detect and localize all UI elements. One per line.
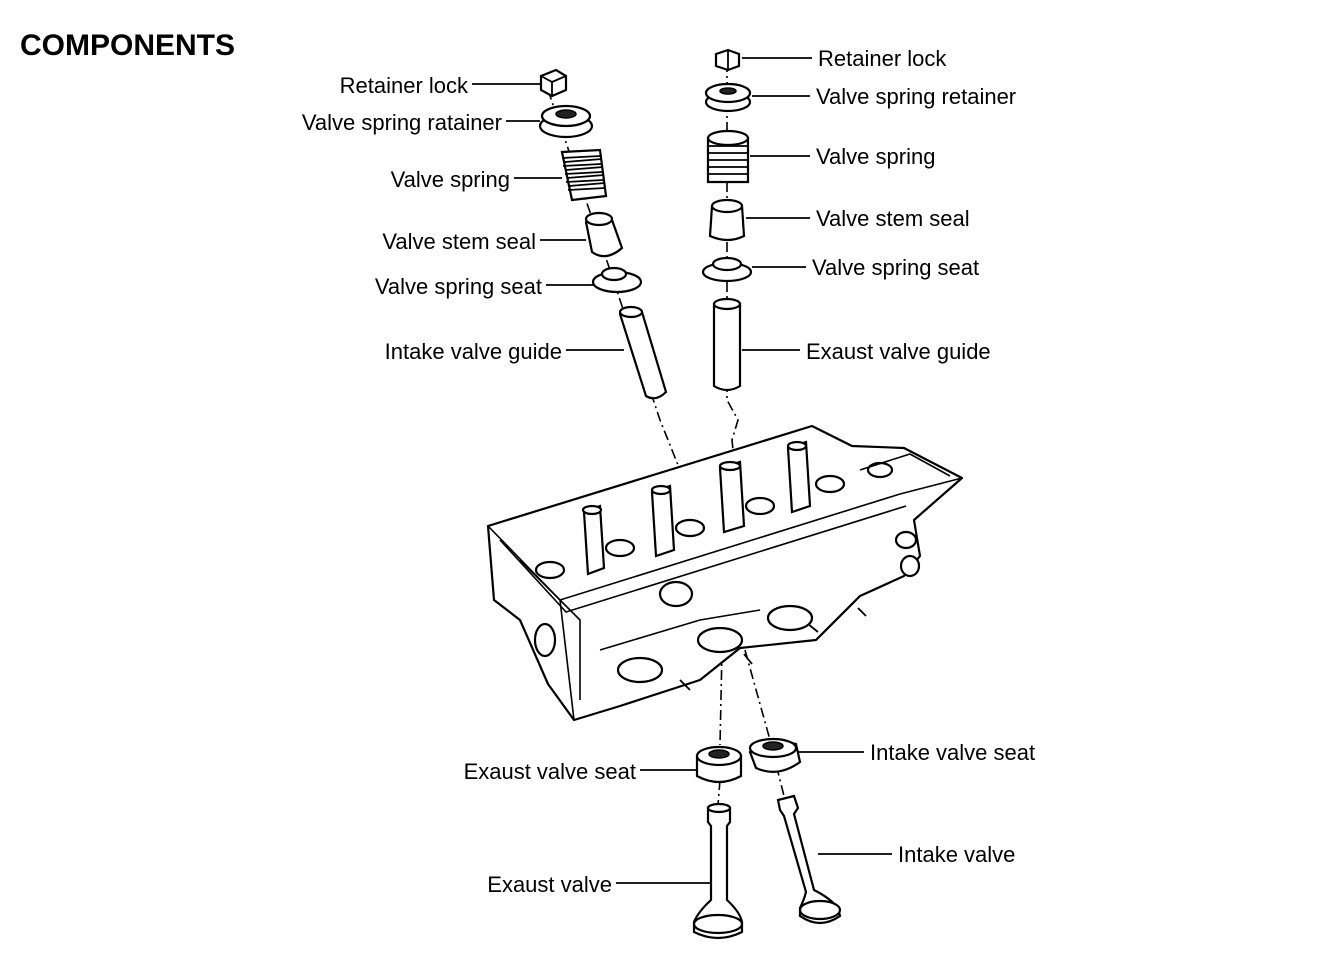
right-valve-spring (706, 129, 750, 184)
label-left-valve-stem-seal: Valve stem seal (382, 229, 536, 254)
labels: Retainer lock Valve spring ratainer Valv… (302, 46, 1035, 897)
right-valve-spring-retainer (704, 82, 752, 113)
left-valve-spring-retainer (538, 104, 594, 139)
left-valve-spring (560, 148, 608, 202)
right-valve-stem-seal (708, 198, 746, 242)
diagram-title: COMPONENTS (20, 29, 235, 62)
label-right-retainer-lock: Retainer lock (818, 46, 947, 71)
label-left-valve-spring: Valve spring (391, 167, 510, 192)
label-left-valve-spring-retainer: Valve spring ratainer (302, 110, 502, 135)
label-right-valve-spring-retainer: Valve spring retainer (816, 84, 1016, 109)
right-valve-spring-seat (701, 256, 753, 283)
left-retainer-lock (539, 68, 568, 98)
label-left-retainer-lock: Retainer lock (340, 73, 469, 98)
exhaust-valve-seat-part (695, 745, 743, 784)
cylinder-head (486, 424, 964, 722)
intake-valve-seat-part (748, 737, 802, 773)
intake-valve-part (776, 794, 842, 925)
exhaust-valve-part (692, 802, 744, 940)
label-right-valve-spring-seat: Valve spring seat (812, 255, 979, 280)
label-exhaust-valve-guide: Exaust valve guide (806, 339, 991, 364)
right-retainer-lock (714, 48, 741, 72)
intake-valve-guide-part (618, 305, 668, 400)
label-intake-valve-seat: Intake valve seat (870, 740, 1035, 765)
exhaust-valve-guide-part (712, 297, 742, 392)
label-exhaust-valve-seat: Exaust valve seat (464, 759, 636, 784)
leader-lines (472, 57, 892, 884)
left-valve-stem-seal (584, 211, 624, 258)
label-right-valve-stem-seal: Valve stem seal (816, 206, 970, 231)
label-left-valve-spring-seat: Valve spring seat (375, 274, 542, 299)
label-intake-valve: Intake valve (898, 842, 1015, 867)
left-valve-spring-seat (591, 266, 643, 294)
label-right-valve-spring: Valve spring (816, 144, 935, 169)
label-exhaust-valve: Exaust valve (487, 872, 612, 897)
label-intake-valve-guide: Intake valve guide (385, 339, 562, 364)
